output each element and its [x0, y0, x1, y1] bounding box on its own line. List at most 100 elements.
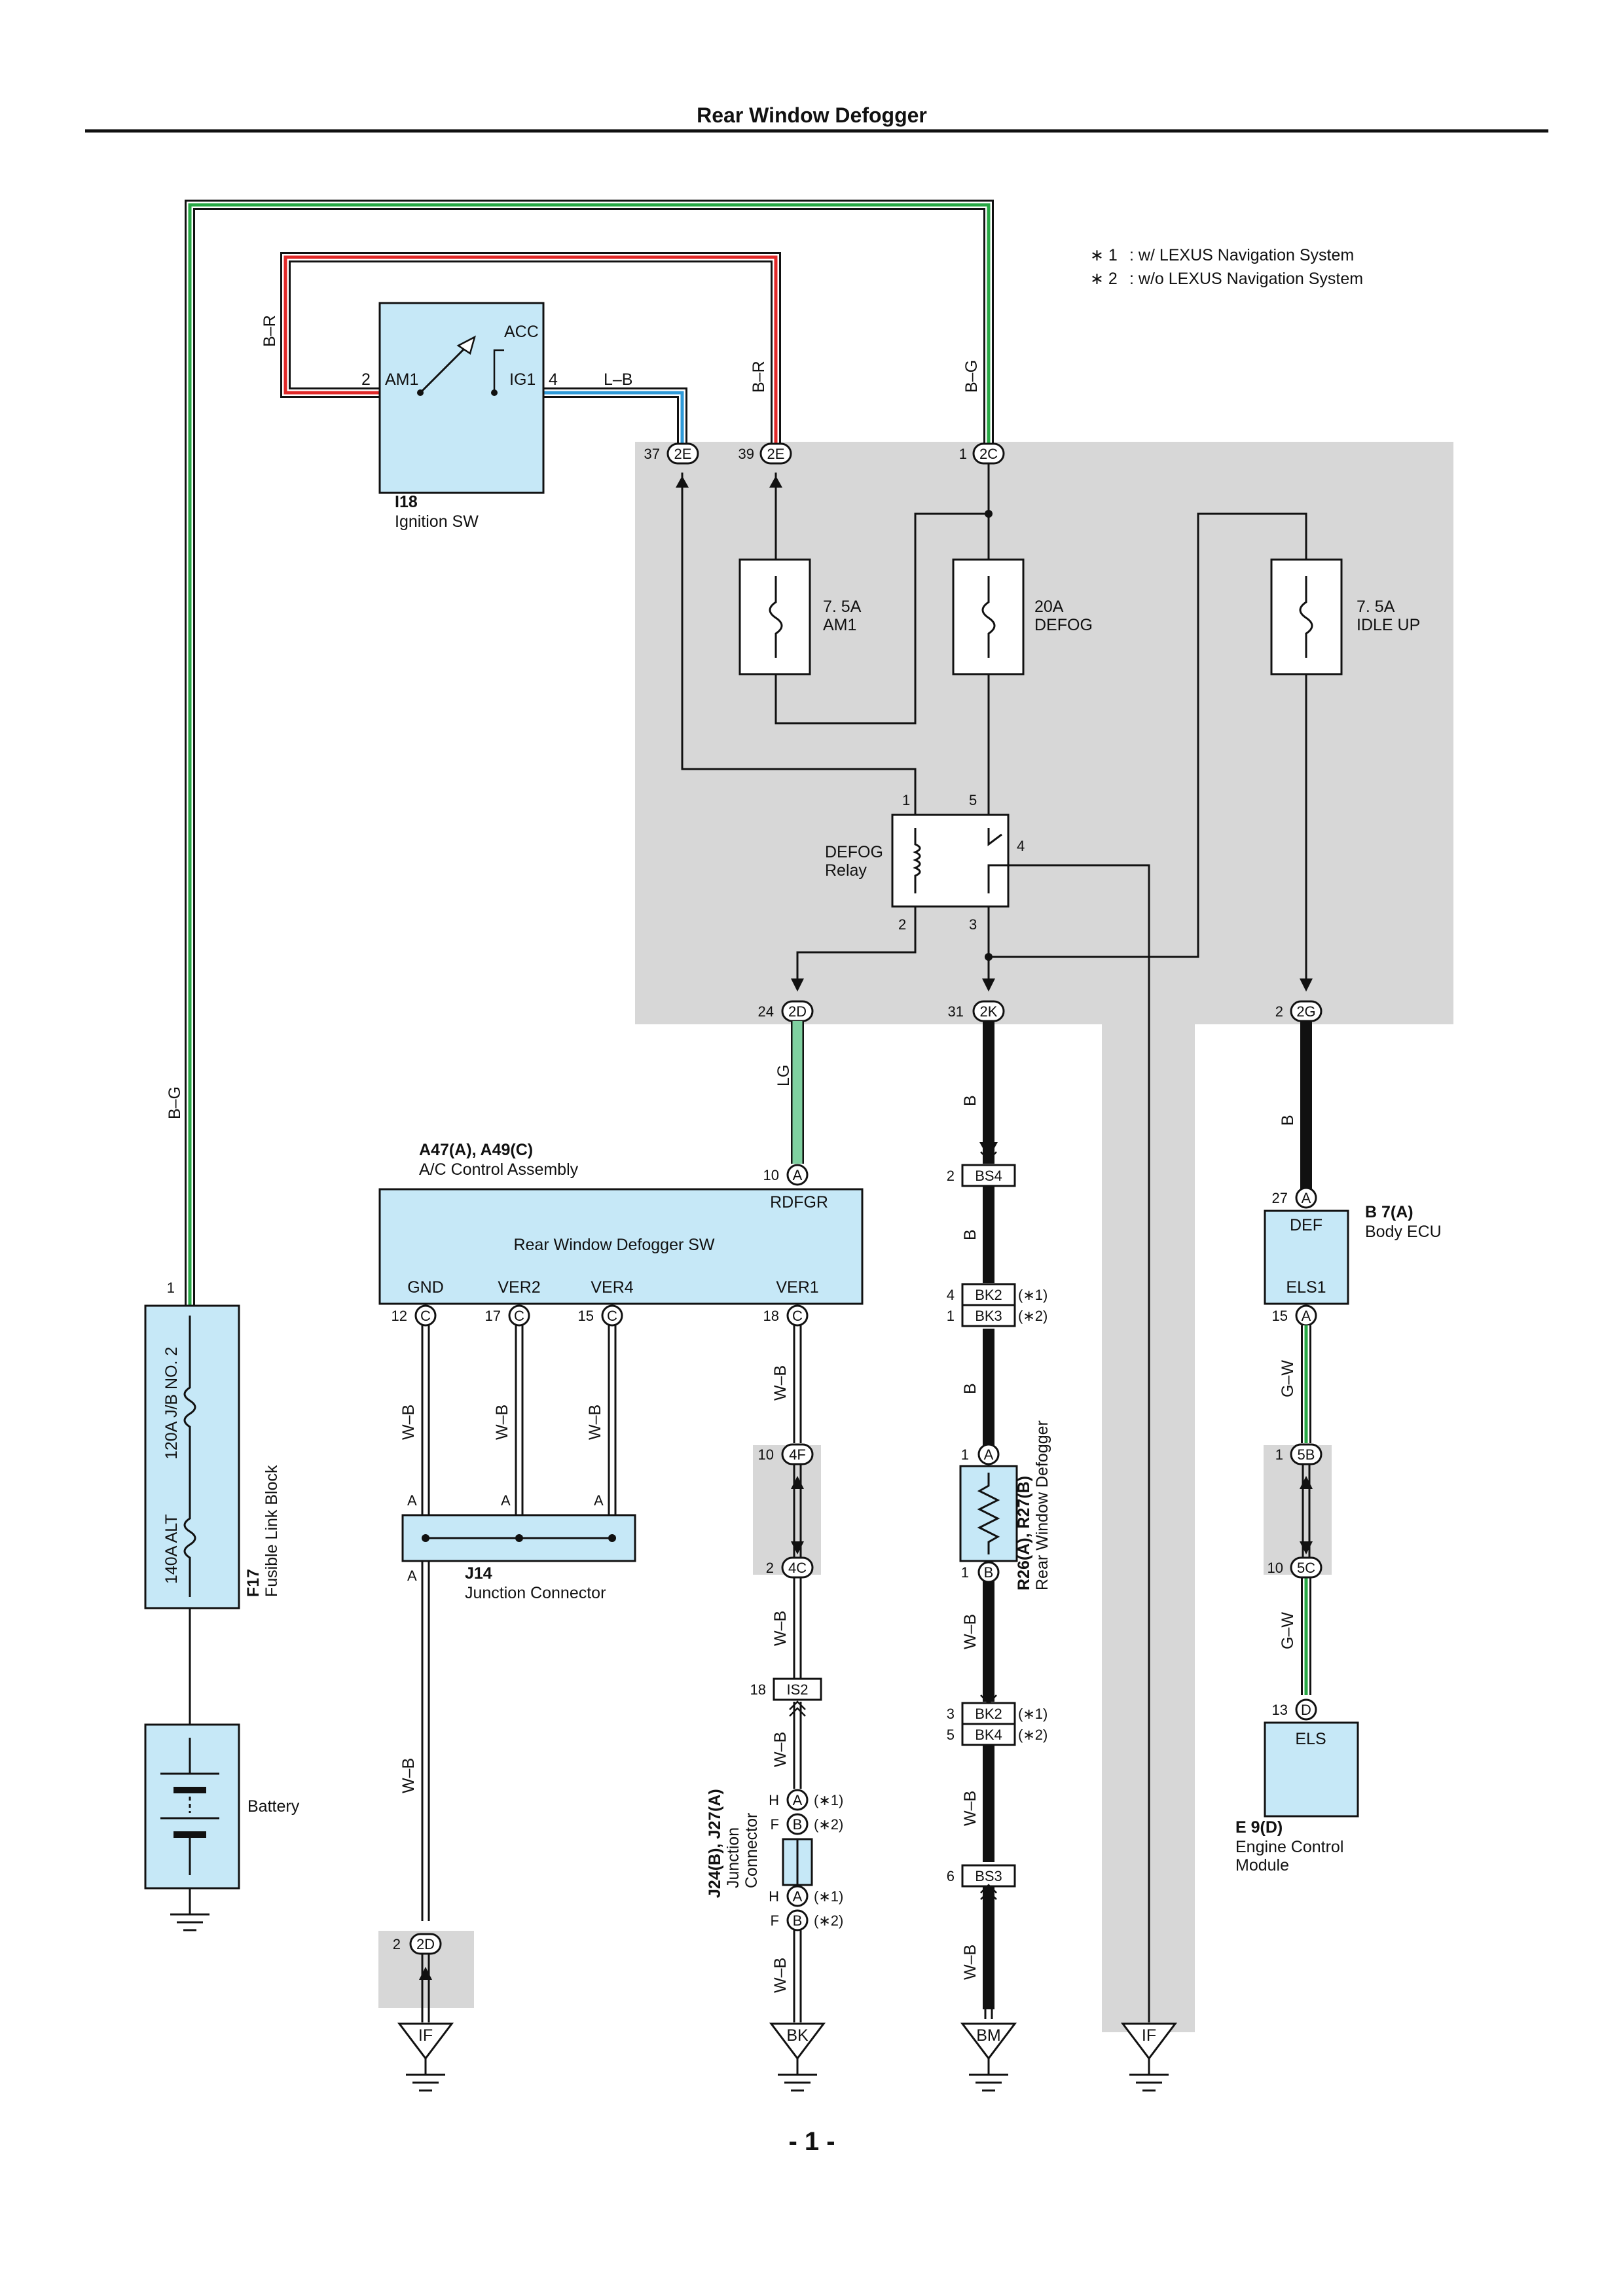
svg-text:(∗2): (∗2): [814, 1912, 843, 1929]
svg-text:1: 1: [167, 1280, 175, 1296]
wire-label-wb-ver4: W–B: [586, 1405, 604, 1440]
svg-text:J24(B), J27(A): J24(B), J27(A): [706, 1789, 724, 1898]
wire-label-wb-bk2: W–B: [961, 1791, 979, 1826]
svg-text:15: 15: [1272, 1308, 1288, 1324]
svg-text:4: 4: [1017, 838, 1025, 854]
connector-2-2g: 2G 2: [1275, 978, 1322, 1022]
svg-text:6: 6: [947, 1868, 955, 1884]
connector-4f: 4F 10: [758, 1443, 814, 1465]
wire-label-b3: B: [961, 1383, 979, 1394]
svg-text:C: C: [420, 1308, 431, 1324]
ignition-code: I18: [395, 493, 418, 511]
wire-label-wb-j24: W–B: [771, 1958, 790, 1993]
battery-ground-icon: [170, 1888, 210, 1931]
svg-text:5: 5: [947, 1727, 955, 1743]
wire-label-b1: B: [961, 1095, 979, 1106]
svg-text:(∗1): (∗1): [814, 1792, 843, 1808]
svg-text:18: 18: [763, 1308, 779, 1324]
svg-text:(∗1): (∗1): [814, 1888, 843, 1905]
rear-window-defogger: A 1 B 1 R26(A), R27(B) Rear Window Defog…: [959, 1420, 1051, 1590]
wire-label-wb-j14: W–B: [399, 1758, 418, 1793]
svg-text:2K: 2K: [980, 1003, 998, 1020]
ver1-wire-chain: [791, 1325, 804, 2022]
svg-text:13: 13: [1272, 1702, 1288, 1718]
wire-label-br: B–R: [750, 361, 768, 393]
wire-label-lg: LG: [775, 1065, 793, 1086]
svg-text:B: B: [984, 1564, 994, 1581]
connector-24-2d: 2D 24: [758, 978, 814, 1022]
svg-text:DEFOG: DEFOG: [1034, 616, 1093, 634]
svg-text:A: A: [793, 1792, 803, 1808]
svg-text:18: 18: [750, 1681, 766, 1698]
fusible-link-block: 1 120A J/B NO. 2 140A ALT F17 Fusible Li…: [144, 1280, 281, 1609]
svg-text:F17: F17: [244, 1569, 263, 1597]
ignition-ig1-label: IG1: [509, 370, 536, 389]
svg-text:1: 1: [1275, 1446, 1283, 1463]
wire-label-bg-left: B–G: [166, 1086, 184, 1119]
svg-text:140A ALT: 140A ALT: [162, 1514, 181, 1584]
svg-text:BK4: BK4: [975, 1727, 1002, 1743]
wire-label-lb: L–B: [604, 370, 632, 389]
svg-text:5B: 5B: [1298, 1446, 1315, 1463]
connector-31-2k: 2K 31: [948, 978, 1005, 1022]
svg-text:E 9(D): E 9(D): [1235, 1818, 1283, 1837]
svg-text:J14: J14: [465, 1564, 492, 1583]
center-lower-wire: [984, 1583, 993, 2019]
fuse-defog: 20A DEFOG: [952, 558, 1093, 675]
note-2-mark: ∗ 2: [1090, 270, 1118, 288]
svg-text:2: 2: [766, 1560, 774, 1576]
connector-2d-ground: 2D 2: [393, 1933, 442, 1980]
svg-text:ELS1: ELS1: [1286, 1278, 1326, 1297]
svg-text:A: A: [407, 1568, 417, 1584]
engine-control-module: D 13 ELS E 9(D) Engine Control Module: [1235, 1698, 1359, 1874]
svg-text:C: C: [607, 1308, 617, 1324]
ground-if-left: IF: [397, 2022, 454, 2092]
svg-text:BK: BK: [786, 2026, 809, 2045]
wire-label-wb-bs3: W–B: [961, 1945, 979, 1980]
svg-text:VER4: VER4: [591, 1278, 633, 1297]
defogger-name: Rear Window Defogger: [1033, 1420, 1051, 1590]
svg-text:A: A: [793, 1888, 803, 1905]
svg-text:C: C: [792, 1308, 803, 1324]
fuse-am1: 7. 5A AM1: [739, 558, 862, 675]
svg-text:Module: Module: [1235, 1856, 1289, 1874]
wire-label-wb-is2: W–B: [771, 1732, 790, 1767]
wire-label-wb-ver1: W–B: [771, 1365, 790, 1401]
svg-text:BS3: BS3: [975, 1868, 1002, 1884]
ignition-name: Ignition SW: [395, 512, 479, 531]
svg-text:IF: IF: [418, 2026, 433, 2045]
connector-bk2-bk4: BK2 3 (∗1) BK4 5 (∗2): [947, 1702, 1048, 1746]
svg-text:1: 1: [961, 1564, 969, 1581]
wire-bg-main: [185, 200, 994, 1306]
junction-connector-j24: A H (∗1) B F (∗2) A H (∗1) B F (∗2) J24(…: [706, 1789, 843, 1931]
svg-text:120A J/B NO. 2: 120A J/B NO. 2: [162, 1347, 181, 1460]
svg-text:2E: 2E: [767, 446, 785, 462]
svg-text:A: A: [1302, 1308, 1311, 1324]
connector-bs3: BS3 6: [947, 1864, 1016, 1888]
svg-text:DEFOG: DEFOG: [825, 843, 883, 861]
svg-text:B: B: [793, 1816, 803, 1833]
svg-text:IF: IF: [1142, 2026, 1156, 2045]
legend-notes: ∗ 1 : w/ LEXUS Navigation System ∗ 2 : w…: [1090, 246, 1363, 288]
svg-text:(∗2): (∗2): [1018, 1308, 1048, 1324]
svg-text:A: A: [594, 1492, 604, 1509]
note-1-text: : w/ LEXUS Navigation System: [1129, 246, 1354, 264]
svg-text:B: B: [793, 1912, 803, 1929]
svg-text:20A: 20A: [1034, 598, 1064, 616]
ignition-pin-ig1: 4: [549, 370, 558, 389]
svg-text:2G: 2G: [1296, 1003, 1315, 1020]
svg-text:5C: 5C: [1297, 1560, 1315, 1576]
svg-text:12: 12: [392, 1308, 407, 1324]
ac-control-assembly: A47(A), A49(C) A/C Control Assembly A 10…: [378, 1141, 864, 1305]
ground-bm: BM: [960, 2022, 1017, 2092]
wire-label-br-left: B–R: [261, 315, 279, 347]
connector-4c: 4C 2: [766, 1556, 814, 1579]
svg-text:A: A: [1302, 1190, 1311, 1206]
junction-connector-j14: A A A A J14 Junction Connector: [401, 1492, 636, 1602]
svg-text:37: 37: [644, 446, 660, 462]
svg-text:2: 2: [1275, 1003, 1283, 1020]
svg-text:A: A: [984, 1446, 994, 1463]
ground-bk: BK: [769, 2022, 826, 2092]
svg-text:BK2: BK2: [975, 1706, 1002, 1722]
